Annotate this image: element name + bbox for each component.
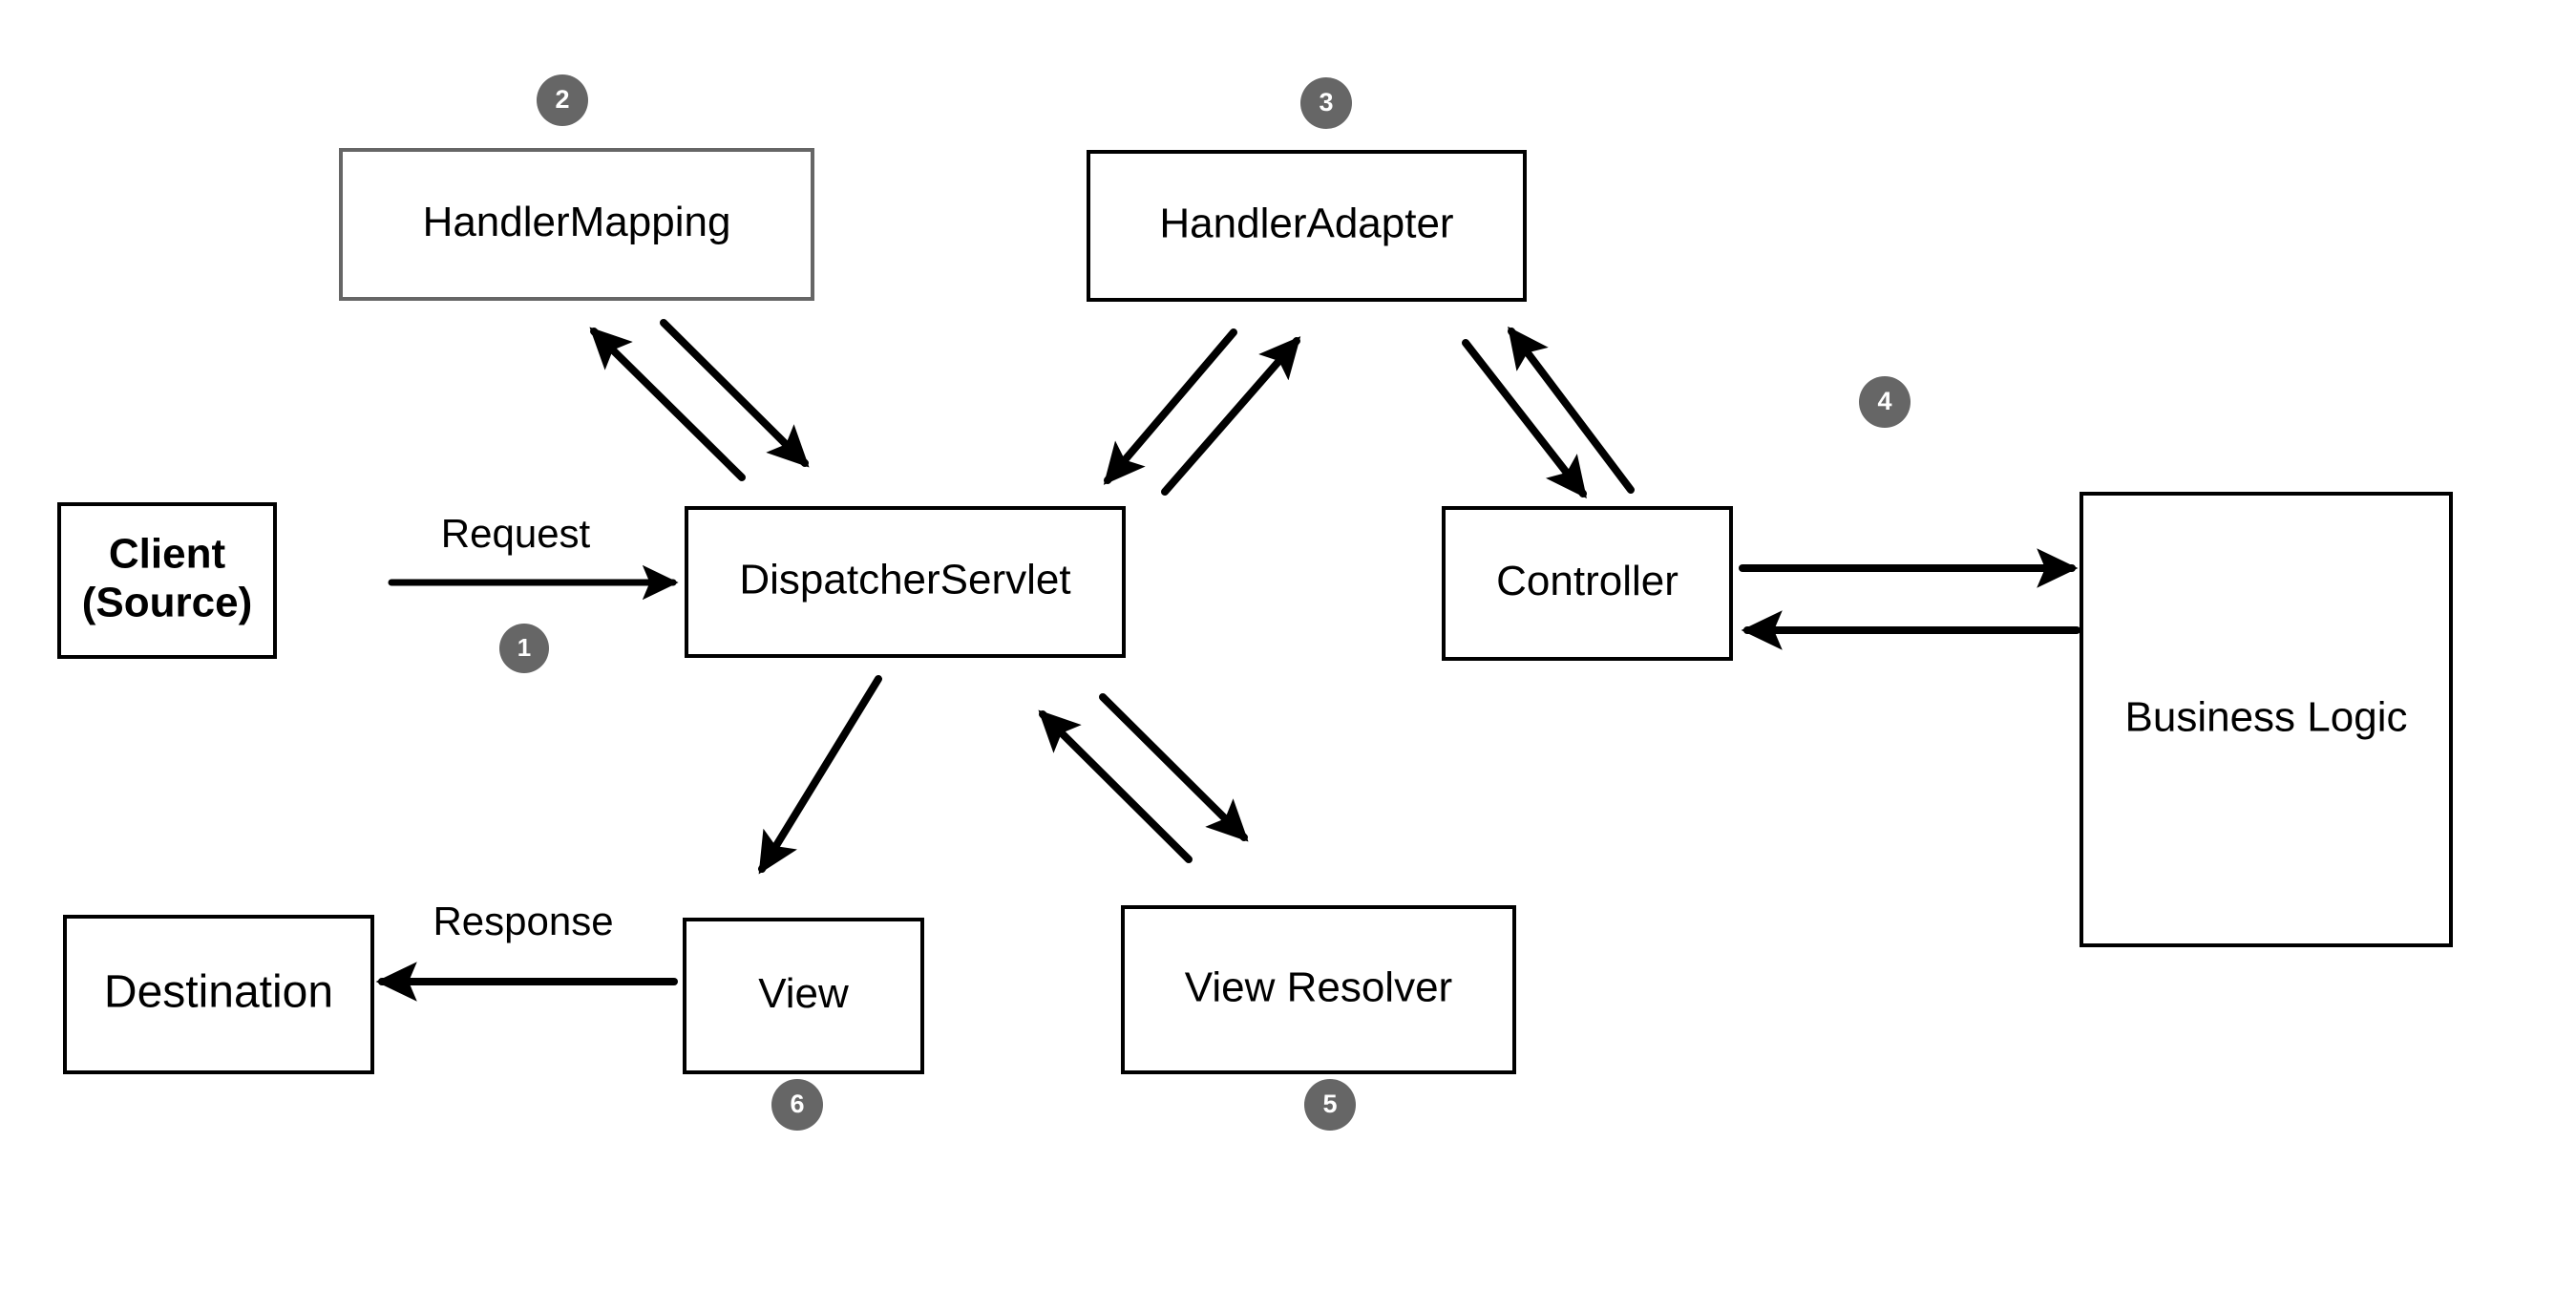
node-label-handler-adapter: HandlerAdapter [1159,200,1453,246]
edge-dispatcher-to-handlermapping [589,327,746,481]
badge-circle-icon [1859,376,1911,428]
nodes-layer: Client(Source) HandlerMapping HandlerAdapt… [57,148,2453,1074]
step-badge-6: 6 [771,1079,823,1131]
node-label-destination: Destination [104,966,333,1017]
node-box-handler-mapping [339,148,814,301]
badge-number: 1 [517,633,531,662]
edge-handlermapping-to-dispatcher [660,319,810,468]
edge-controller-to-handleradapter [1508,326,1635,494]
node-label-business-logic: Business Logic [2125,693,2408,740]
badge-circle-icon [537,74,588,126]
badge-circle-icon [771,1079,823,1131]
edge-label-request-label: Request [441,511,591,556]
edge-handleradapter-to-controller [1462,339,1587,499]
node-box-view-resolver [1121,905,1516,1074]
edge-dispatcher-to-handleradapter [1161,336,1301,496]
edge-viewresolver-to-dispatcher [1038,709,1193,863]
badge-number: 6 [790,1090,804,1118]
badge-number: 5 [1322,1090,1337,1118]
node-business-logic[interactable]: Business Logic [2080,492,2453,947]
step-badges-layer: 1 2 3 4 5 6 [499,74,1911,1131]
badge-number: 2 [555,85,569,114]
node-view-resolver[interactable]: View Resolver [1121,905,1516,1074]
edges-layer [375,319,2080,1002]
badge-circle-icon [1304,1079,1356,1131]
edge-dispatcher-to-viewresolver [1099,693,1249,842]
edge-handleradapter-to-dispatcher [1103,328,1237,485]
node-handler-mapping[interactable]: HandlerMapping [339,148,814,301]
node-label-view: View [758,970,849,1017]
step-badge-5: 5 [1304,1079,1356,1131]
node-label-handler-mapping: HandlerMapping [423,199,731,245]
badge-number: 4 [1877,387,1891,415]
node-label-controller: Controller [1496,558,1679,604]
node-box-handler-adapter [1087,150,1527,302]
node-handler-adapter[interactable]: HandlerAdapter [1087,150,1527,302]
node-label-dispatcher-servlet: DispatcherServlet [739,556,1070,603]
node-view[interactable]: View [683,918,924,1074]
node-client[interactable]: Client(Source) [57,502,277,659]
badge-circle-icon [1300,77,1352,129]
node-box-business-logic [2080,492,2453,947]
step-badge-1: 1 [499,624,549,673]
node-box-view [683,918,924,1074]
node-box-destination [63,915,374,1074]
node-box-controller [1442,506,1733,661]
node-label-client: Client(Source) [82,530,252,625]
node-destination[interactable]: Destination [63,915,374,1074]
step-badge-3: 3 [1300,77,1352,129]
edge-dispatcher-to-view [758,675,882,875]
node-box-client [57,502,277,659]
edge-label-response-label: Response [433,899,613,943]
node-label-view-resolver: View Resolver [1185,963,1452,1010]
badge-number: 3 [1319,88,1333,116]
badge-circle-icon [499,624,549,673]
step-badge-2: 2 [537,74,588,126]
node-box-dispatcher-servlet [685,506,1126,658]
node-controller[interactable]: Controller [1442,506,1733,661]
node-dispatcher-servlet[interactable]: DispatcherServlet [685,506,1126,658]
step-badge-4: 4 [1859,376,1911,428]
